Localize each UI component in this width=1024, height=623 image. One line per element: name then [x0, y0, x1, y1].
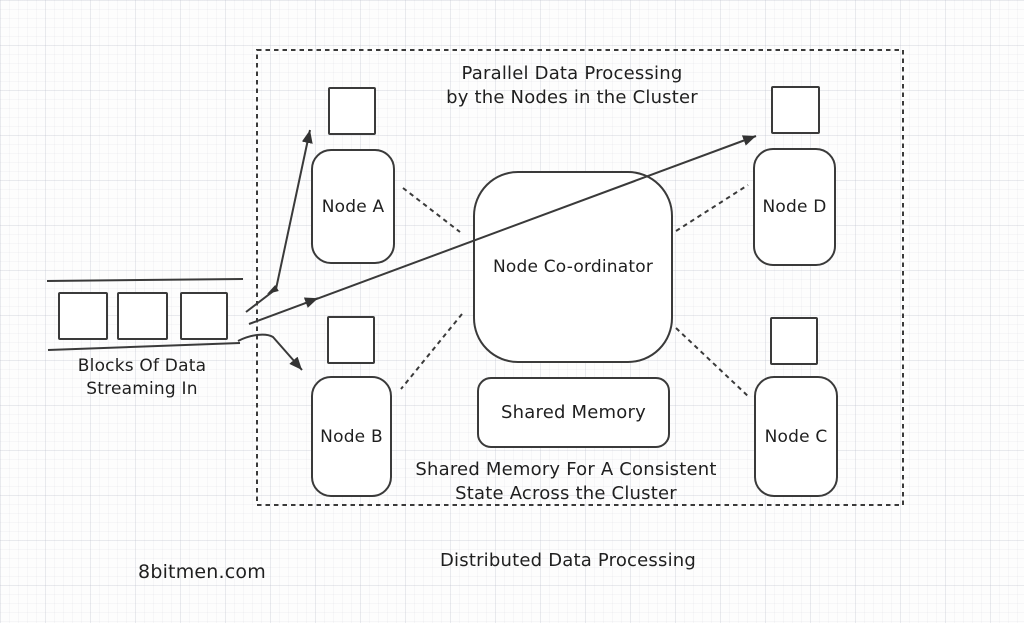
node-d-box: Node D [753, 148, 836, 266]
node-b-box: Node B [311, 376, 392, 497]
node-c-box: Node C [754, 376, 838, 497]
shared-memory-label: Shared Memory [501, 402, 646, 423]
stream-arrow-to-node-b [237, 333, 303, 371]
task-square-node-a [328, 87, 376, 135]
node-b-label: Node B [320, 426, 383, 447]
node-d-label: Node D [762, 197, 827, 217]
link-node-a-coordinator [402, 187, 461, 233]
parallel-processing-caption-line2: by the Nodes in the Cluster [446, 87, 698, 108]
watermark: 8bitmen.com [138, 561, 266, 583]
node-c-label: Node C [764, 426, 828, 447]
stream-arrow-to-node-d-chevron [303, 297, 319, 308]
data-block-1 [58, 292, 108, 340]
shared-memory-caption-line1: Shared Memory For A Consistent [415, 459, 717, 480]
task-square-node-b [327, 316, 375, 364]
task-square-node-c [770, 317, 818, 365]
stream-arrow-to-node-a-bend [267, 285, 279, 294]
node-coordinator-label: Node Co-ordinator [492, 257, 654, 277]
link-coordinator-node-d [675, 184, 749, 232]
node-coordinator-box: Node Co-ordinator [473, 171, 673, 363]
parallel-processing-caption-line1: Parallel Data Processing [461, 63, 683, 84]
diagram-title: Distributed Data Processing [439, 550, 697, 571]
task-square-node-d [771, 86, 820, 134]
stream-arrow-to-node-a [245, 129, 313, 313]
node-a-box: Node A [311, 149, 395, 264]
link-coordinator-node-b [400, 313, 463, 390]
stream-caption-line1: Blocks Of Data [77, 356, 207, 376]
node-a-label: Node A [321, 196, 385, 217]
shared-memory-caption: Shared Memory For A Consistent State Acr… [386, 458, 746, 506]
parallel-processing-caption: Parallel Data Processing by the Nodes in… [392, 62, 752, 110]
stream-caption-line2: Streaming In [86, 379, 198, 399]
stream-rail-top [46, 278, 244, 282]
data-block-3 [180, 292, 228, 340]
shared-memory-box: Shared Memory [477, 377, 670, 448]
stream-rail-bottom [47, 342, 241, 351]
stream-caption: Blocks Of Data Streaming In [42, 355, 242, 401]
link-coordinator-node-c [675, 327, 751, 399]
data-block-2 [117, 292, 168, 340]
shared-memory-caption-line2: State Across the Cluster [455, 483, 677, 504]
